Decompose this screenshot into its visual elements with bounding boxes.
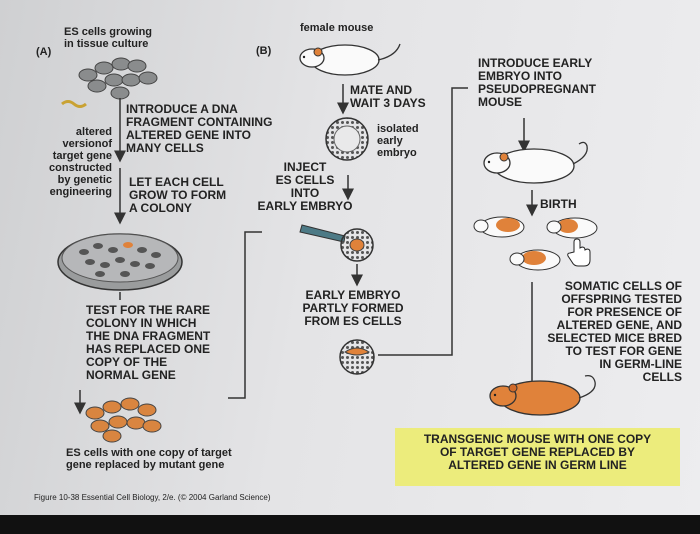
injection-needle-icon: [299, 224, 346, 243]
mutant-es-cell-cluster: [85, 397, 162, 443]
female-mouse-label: female mouse: [300, 22, 374, 34]
hand-cursor-icon: [567, 238, 591, 267]
screen-bottom-edge: [0, 515, 700, 534]
petri-dish: [57, 233, 183, 291]
partly-formed-embryo-icon: [339, 339, 375, 375]
birth-label: BIRTH: [540, 197, 577, 211]
connector-a-to-b: [228, 231, 262, 399]
transgenic-mouse-callout: [395, 428, 680, 486]
connector-b-to-pseudopregnant: [378, 87, 468, 356]
panel-b-label: (B): [256, 45, 272, 57]
diagram-graphics: [57, 43, 598, 443]
transgenic-mouse-icon: [489, 374, 596, 416]
offspring-mouse-2-icon: [546, 217, 598, 239]
pseudopregnant-mouse-icon: [483, 141, 588, 184]
female-mouse-icon: [299, 43, 401, 76]
injected-embryo-icon: [340, 228, 374, 262]
es-cell-cluster: [78, 57, 158, 100]
isolated-embryo-icon: [325, 117, 369, 161]
offspring-mouse-1-icon: [473, 216, 525, 238]
offspring-mouse-3-icon: [509, 249, 561, 271]
figure-caption: Figure 10-38 Essential Cell Biology, 2/e…: [34, 493, 271, 502]
panel-a-label: (A): [36, 46, 52, 58]
dna-fragment-icon: [61, 100, 87, 108]
